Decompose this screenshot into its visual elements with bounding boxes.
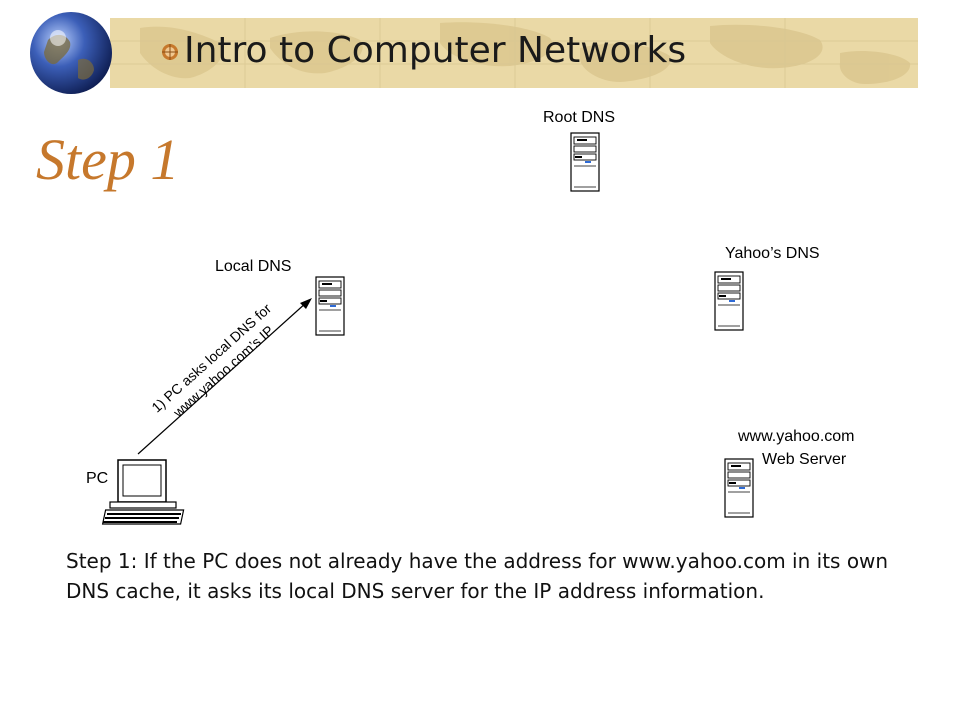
arrow-head: [300, 298, 312, 309]
slide-title: Step 1: [36, 127, 180, 192]
root-dns-server-icon: [570, 132, 600, 192]
request-arrow: [137, 301, 308, 455]
header-band: [110, 18, 918, 88]
yahoo-dns-label: Yahoo’s DNS: [725, 245, 820, 262]
bullet-icon: [162, 44, 178, 60]
pc-computer-icon: [101, 459, 185, 525]
globe-icon: [30, 12, 112, 94]
yahoo-dns-server-icon: [714, 271, 744, 331]
header-title: Intro to Computer Networks: [184, 30, 687, 71]
step-caption: Step 1: If the PC does not already have …: [66, 549, 889, 603]
local-dns-label: Local DNS: [215, 258, 292, 275]
local-dns-server-icon: [315, 276, 345, 336]
web-server-label: Web Server: [762, 451, 847, 468]
root-dns-label: Root DNS: [543, 109, 616, 126]
web-server-icon: [724, 458, 754, 518]
world-map-texture: [110, 18, 918, 88]
web-server-url-label: www.yahoo.com: [738, 428, 855, 445]
pc-label: PC: [86, 470, 109, 487]
arrow-label-line1: 1) PC asks local DNS for: [148, 300, 274, 416]
